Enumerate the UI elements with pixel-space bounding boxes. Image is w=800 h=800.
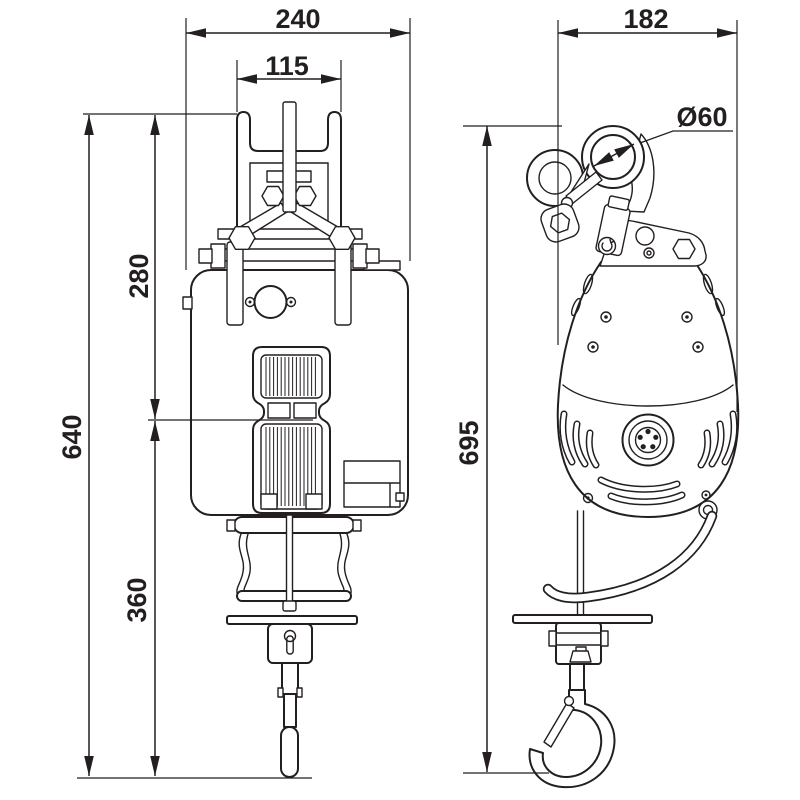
dim-label-saddle-width: 115: [265, 51, 309, 81]
dim-label-overall-width-side: 182: [623, 4, 668, 34]
front-nut-right: [328, 226, 356, 250]
front-strap-left: [226, 241, 244, 326]
side-bolts: [582, 311, 711, 504]
dim-label-overall-height-front: 640: [57, 414, 87, 459]
dim-label-upper-height: 280: [124, 253, 154, 298]
side-swivel-bracket: [595, 195, 707, 267]
front-button-right: [293, 402, 317, 419]
dim-label-overall-height-side: 695: [454, 420, 484, 465]
side-seam: [562, 384, 734, 407]
dim-label-eye-diameter: Ø60: [676, 102, 727, 132]
front-grille: [252, 346, 331, 514]
wire-rope: [576, 510, 585, 627]
front-cap: [244, 285, 297, 319]
dimension-layer: 240 115 640 280 360 182 Ø60 695: [57, 4, 738, 779]
hook-eye: [590, 134, 636, 180]
hook-safety-latch: [543, 702, 575, 748]
front-control-box: [343, 460, 405, 508]
dim-arrow-eye-diameter: [593, 143, 635, 167]
side-rope-and-hook: [512, 500, 718, 789]
leader-eye-diameter: [639, 130, 733, 144]
side-view: [512, 125, 740, 789]
side-snap-hook: [526, 125, 655, 243]
front-nut-left: [228, 226, 256, 250]
front-button-left: [267, 402, 291, 419]
side-motor-cap: [621, 413, 675, 467]
front-left-lug: [182, 296, 193, 310]
dim-label-lower-height: 360: [122, 577, 152, 622]
load-hook: [528, 689, 616, 789]
front-hanger-plate: [282, 101, 297, 213]
front-hook-edge: [280, 726, 299, 778]
front-flange: [226, 615, 358, 625]
dim-label-overall-width-front: 240: [275, 4, 320, 34]
front-view: [182, 101, 409, 778]
front-rope-guide: [226, 514, 362, 612]
front-saddle-assembly: [198, 101, 380, 326]
side-flange: [512, 614, 653, 624]
front-strap-right: [334, 241, 352, 326]
side-housing: [556, 261, 740, 518]
front-hook-block: [226, 615, 358, 778]
